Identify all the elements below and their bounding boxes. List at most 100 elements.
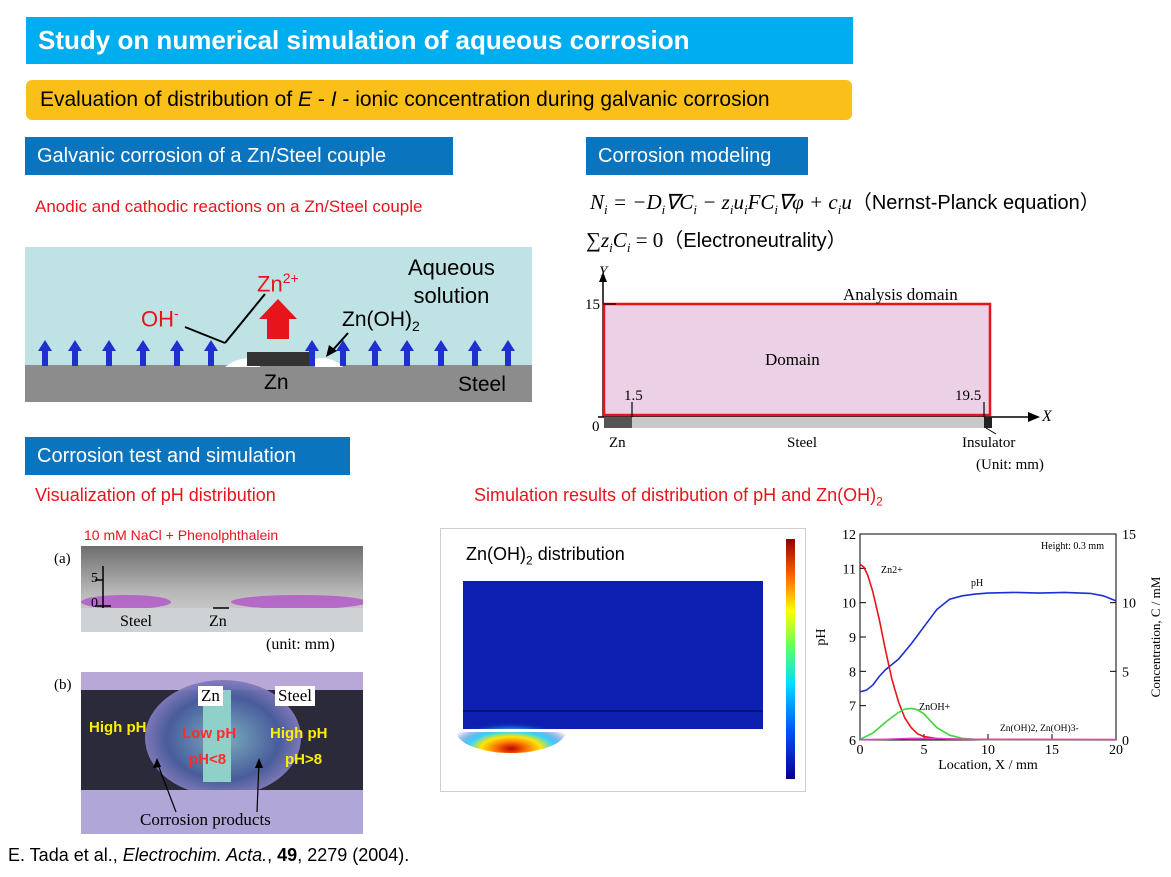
- nacl-label: 10 mM NaCl + Phenolphthalein: [84, 527, 279, 543]
- eq1-math: Ni = −Di∇Ci − ziuiFCi∇φ + ciu: [590, 190, 852, 218]
- photo-b-svg: [81, 672, 363, 834]
- equation-electroneutrality: ∑ziCi = 0（Electroneutrality）: [586, 224, 847, 256]
- reference: E. Tada et al., Electrochim. Acta., 49, …: [8, 845, 409, 866]
- product-right: [315, 358, 343, 367]
- subtitle-sep: -: [312, 88, 331, 111]
- domain-tick-1-5: 1.5: [624, 388, 643, 404]
- photo-b-high-ph-right: High pH: [270, 725, 328, 742]
- arrow-right-line: [256, 761, 260, 813]
- galvanic-caption: Anodic and cathodic reactions on a Zn/St…: [35, 197, 423, 216]
- page-title: Study on numerical simulation of aqueous…: [26, 17, 853, 64]
- galvanic-diagram: [25, 247, 532, 402]
- domain-rect: [602, 302, 992, 417]
- y2-tick-label-1: 5: [1122, 665, 1129, 680]
- series-label-znoh2: Zn(OH)2, Zn(OH)3-: [1000, 723, 1079, 734]
- y-tick-label-4: 10: [842, 597, 856, 612]
- series-label-ph: pH: [971, 578, 983, 589]
- domain-unit: (Unit: mm): [976, 457, 1044, 473]
- domain-tick-15: 15: [585, 297, 600, 313]
- arrow-left-line: [156, 761, 177, 813]
- y-tick-label-3: 9: [849, 631, 856, 646]
- oh-arrow-10: [434, 340, 448, 366]
- photo-b-zn: Zn: [198, 686, 223, 706]
- x-tick-label-3: 15: [1045, 743, 1059, 758]
- domain-tick-19-5: 19.5: [955, 388, 982, 404]
- domain-diagram-svg: [598, 272, 1040, 435]
- x-tick-label-0: 0: [857, 743, 864, 758]
- sim-top-edge: [463, 579, 763, 581]
- photo-a: [81, 546, 367, 632]
- photo-b-ph-gt8: pH>8: [285, 751, 323, 768]
- photo-b-high-ph-left: High pH: [89, 719, 147, 736]
- subtitle-tail: - ionic concentration during galvanic co…: [336, 88, 770, 111]
- y-axis-arrow: [599, 272, 607, 282]
- simulation-map: [440, 528, 806, 792]
- y-tick-label-2: 8: [849, 665, 856, 680]
- arrow-left-head: [153, 758, 161, 768]
- sim-colorbar: [786, 539, 795, 779]
- x-tick-label-2: 10: [981, 743, 995, 758]
- y-tick-label-1: 7: [849, 700, 856, 715]
- subtitle-i: I: [330, 88, 337, 111]
- steel-strip: [632, 417, 984, 428]
- equation-nernst-planck: Ni = −Di∇Ci − ziuiFCi∇φ + ciu（Nernst-Pla…: [590, 186, 1100, 218]
- test-heading: Corrosion test and simulation: [25, 437, 350, 475]
- photo-b-corrosion-products: Corrosion products: [140, 810, 271, 829]
- eq2-math: ∑ziCi = 0: [586, 228, 664, 256]
- domain-steel-label: Steel: [787, 435, 817, 451]
- oh-arrows: [38, 340, 515, 366]
- label-znoh2: Zn(OH)2: [342, 308, 420, 335]
- oh-arrow-6: [305, 340, 319, 366]
- oh-arrow-8: [368, 340, 382, 366]
- label-steel: Steel: [458, 373, 506, 396]
- series-label-znoh: ZnOH+: [919, 702, 951, 713]
- label-oh: OH-: [141, 305, 179, 332]
- oh-arrow-3: [136, 340, 150, 366]
- zn-ion-arrow: [259, 299, 297, 339]
- y-tick-label-6: 12: [842, 528, 856, 543]
- leader-oh: [184, 326, 226, 344]
- photo-a-unit: (unit: mm): [266, 636, 335, 653]
- photo-a-tick-0: 0: [91, 596, 98, 611]
- photo-a-base: [81, 608, 363, 632]
- ref-rest: , 2279 (2004).: [297, 845, 410, 865]
- sim-domain: [463, 581, 763, 731]
- oh-arrow-1: [68, 340, 82, 366]
- y2-tick-label-0: 0: [1122, 734, 1129, 749]
- insulator-leader: [985, 427, 997, 435]
- subtitle-e: E: [298, 88, 313, 111]
- subtitle-text: Evaluation of distribution of: [40, 88, 298, 111]
- zn-strip: [604, 417, 632, 428]
- domain-zn-label: Zn: [609, 435, 626, 451]
- oh-arrow-2: [102, 340, 116, 366]
- modeling-heading: Corrosion modeling: [586, 137, 808, 175]
- oh-arrow-9: [400, 340, 414, 366]
- photo-a-steel: Steel: [120, 613, 152, 630]
- domain-tick-0: 0: [592, 419, 600, 435]
- eq2-label: （Electroneutrality）: [663, 230, 847, 252]
- domain-axis-x: X: [1042, 408, 1052, 425]
- chart-annotation: Height: 0.3 mm: [1041, 541, 1104, 552]
- galvanic-diagram-svg: [25, 247, 532, 402]
- ref-sep: ,: [267, 845, 278, 865]
- x-axis-label: Location, X / mm: [938, 758, 1038, 773]
- steel-substrate: [25, 365, 532, 402]
- photo-b-steel: Steel: [275, 686, 315, 706]
- photo-b-ph-lt8: pH<8: [189, 751, 227, 768]
- eq1-label: （Nernst-Planck equation）: [851, 192, 1100, 214]
- leader-znoh2-head: [326, 345, 337, 357]
- page-subtitle: Evaluation of distribution of E - I - io…: [26, 80, 852, 120]
- oh-arrow-5: [204, 340, 218, 366]
- photo-b: [81, 672, 363, 834]
- photo-b-bottom: [81, 790, 363, 834]
- zn-plate: [247, 352, 315, 366]
- oh-arrow-11: [468, 340, 482, 366]
- insulator-strip: [984, 417, 992, 428]
- arrow-right-head: [255, 758, 263, 768]
- y2-axis-label: Concentration, C / mM: [1148, 576, 1163, 697]
- simulation-title: Zn(OH)2 distribution: [466, 544, 625, 568]
- x-axis-arrow: [1028, 412, 1040, 422]
- oh-arrow-4: [170, 340, 184, 366]
- y-tick-label-0: 6: [849, 734, 856, 749]
